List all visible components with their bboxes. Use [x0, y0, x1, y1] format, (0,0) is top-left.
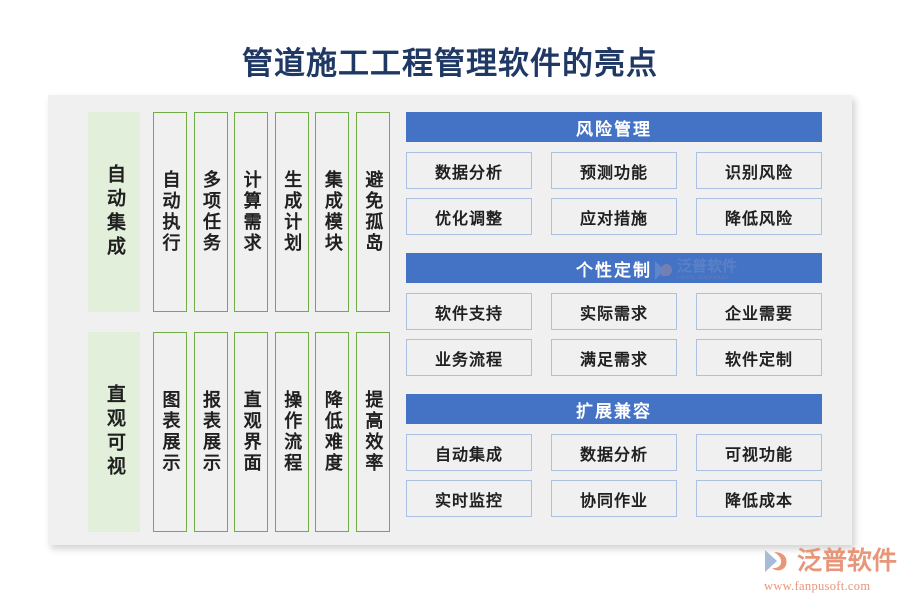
vertical-box[interactable]: 提高效率	[355, 332, 390, 532]
vertical-box[interactable]: 集成模块	[315, 112, 350, 312]
group-label-visualization: 直观可视	[88, 332, 140, 532]
group-label-auto-integration: 自动集成	[88, 112, 140, 312]
section-item[interactable]: 数据分析	[551, 434, 677, 471]
vertical-box-label: 操作流程	[282, 390, 303, 474]
brand-company-name: 泛普软件	[797, 547, 898, 575]
section-item[interactable]: 软件定制	[696, 339, 822, 376]
section-items: 自动集成 数据分析 可视功能 实时监控 协同作业 降低成本	[406, 434, 822, 526]
section-header: 风险管理	[406, 112, 822, 142]
section-custom-personalization: 个性定制 软件支持 实际需求 企业需要 业务流程 满足需求 软件定制	[406, 253, 822, 385]
section-item[interactable]: 业务流程	[406, 339, 532, 376]
vertical-box[interactable]: 图表展示	[153, 332, 187, 532]
group-label-text: 直观可视	[103, 384, 125, 480]
vertical-box[interactable]: 自动执行	[153, 112, 187, 312]
group-label-text: 自动集成	[103, 164, 125, 260]
left-column: 自动集成 自动执行 多项任务 计算需求 生成计划 集成模块 避免孤岛 直观可视 …	[88, 112, 390, 532]
section-item[interactable]: 降低风险	[696, 198, 822, 235]
vertical-box[interactable]: 直观界面	[234, 332, 269, 532]
left-group-auto-integration: 自动集成 自动执行 多项任务 计算需求 生成计划 集成模块 避免孤岛	[88, 112, 390, 312]
section-item[interactable]: 识别风险	[696, 152, 822, 189]
vertical-box-label: 自动执行	[160, 170, 181, 254]
section-header: 个性定制	[406, 253, 822, 283]
vertical-box[interactable]: 避免孤岛	[355, 112, 390, 312]
vertical-box-label: 直观界面	[241, 390, 262, 474]
section-items: 数据分析 预测功能 识别风险 优化调整 应对措施 降低风险	[406, 152, 822, 244]
right-column: 风险管理 数据分析 预测功能 识别风险 优化调整 应对措施 降低风险 个性定制 …	[406, 112, 822, 532]
page-title: 管道施工工程管理软件的亮点	[242, 46, 658, 81]
brand-logo: 泛普软件 www.fanpusoft.com	[762, 546, 897, 594]
section-item[interactable]: 自动集成	[406, 434, 532, 471]
vertical-box[interactable]: 降低难度	[315, 332, 350, 532]
vertical-box-label: 生成计划	[282, 170, 303, 254]
section-item[interactable]: 可视功能	[696, 434, 822, 471]
vertical-box[interactable]: 生成计划	[274, 112, 309, 312]
section-item[interactable]: 实际需求	[551, 293, 677, 330]
vertical-box[interactable]: 报表展示	[193, 332, 228, 532]
vertical-box-label: 多项任务	[201, 170, 222, 254]
section-items: 软件支持 实际需求 企业需要 业务流程 满足需求 软件定制	[406, 293, 822, 385]
section-item[interactable]: 预测功能	[551, 152, 677, 189]
vertical-box-label: 计算需求	[241, 170, 262, 254]
section-item[interactable]: 数据分析	[406, 152, 532, 189]
vertical-box-label: 集成模块	[322, 170, 343, 254]
vertical-box[interactable]: 计算需求	[234, 112, 269, 312]
vertical-box-label: 图表展示	[160, 390, 181, 474]
section-item[interactable]: 协同作业	[551, 480, 677, 517]
vertical-box[interactable]: 操作流程	[274, 332, 309, 532]
section-risk-management: 风险管理 数据分析 预测功能 识别风险 优化调整 应对措施 降低风险	[406, 112, 822, 244]
vertical-box-label: 报表展示	[201, 390, 222, 474]
left-group-items: 自动执行 多项任务 计算需求 生成计划 集成模块 避免孤岛	[153, 112, 390, 312]
section-item[interactable]: 降低成本	[696, 480, 822, 517]
section-item[interactable]: 满足需求	[551, 339, 677, 376]
brand-website-url: www.fanpusoft.com	[764, 579, 871, 593]
fanpu-logo-svg	[765, 550, 787, 572]
section-item[interactable]: 优化调整	[406, 198, 532, 235]
vertical-box[interactable]: 多项任务	[193, 112, 228, 312]
section-item[interactable]: 软件支持	[406, 293, 532, 330]
left-group-visualization: 直观可视 图表展示 报表展示 直观界面 操作流程 降低难度 提高效率	[88, 332, 390, 532]
vertical-box-label: 避免孤岛	[363, 170, 384, 254]
section-extension-compatibility: 扩展兼容 自动集成 数据分析 可视功能 实时监控 协同作业 降低成本	[406, 394, 822, 526]
vertical-box-label: 降低难度	[322, 390, 343, 474]
content-panel: 自动集成 自动执行 多项任务 计算需求 生成计划 集成模块 避免孤岛 直观可视 …	[48, 95, 852, 545]
section-item[interactable]: 应对措施	[551, 198, 677, 235]
section-header: 扩展兼容	[406, 394, 822, 424]
brand-row: 泛普软件	[762, 546, 897, 576]
fanpu-logo-icon	[762, 546, 792, 576]
section-item[interactable]: 企业需要	[696, 293, 822, 330]
vertical-box-label: 提高效率	[363, 390, 384, 474]
section-item[interactable]: 实时监控	[406, 480, 532, 517]
left-group-items: 图表展示 报表展示 直观界面 操作流程 降低难度 提高效率	[153, 332, 390, 532]
